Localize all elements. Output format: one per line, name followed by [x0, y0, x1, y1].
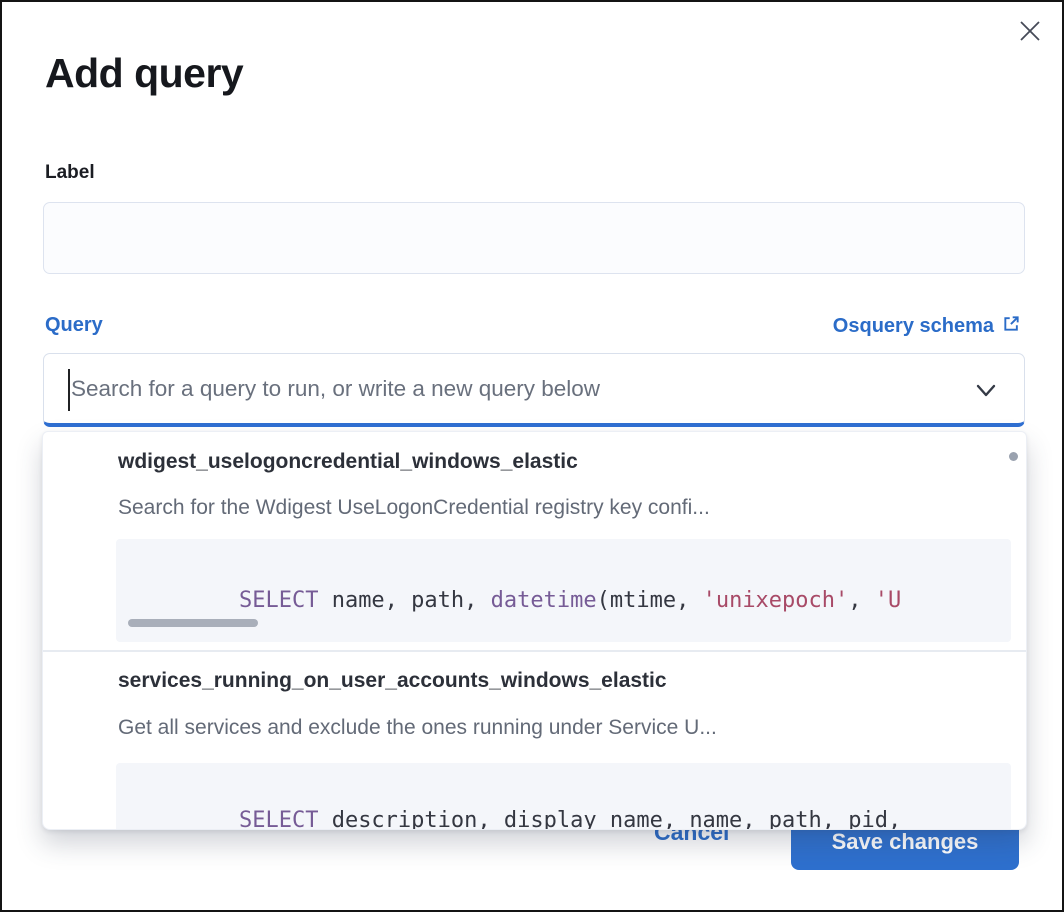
osquery-schema-link-label: Osquery schema: [832, 315, 994, 337]
option-code-preview: SELECT name, path, datetime(mtime, 'unix…: [116, 539, 1011, 642]
osquery-schema-link[interactable]: Osquery schema: [833, 314, 1021, 339]
vertical-scrollbar-thumb[interactable]: [1009, 452, 1018, 461]
horizontal-scrollbar-thumb[interactable]: [128, 619, 258, 627]
option-title: wdigest_uselogoncredential_windows_elast…: [118, 450, 578, 473]
sql-text: description, display_name, name, path, p…: [318, 808, 902, 830]
option-code-preview: SELECT description, display_name, name, …: [116, 763, 1011, 830]
sql-text: name, path,: [318, 588, 491, 613]
query-option-services[interactable]: services_running_on_user_accounts_window…: [43, 652, 1026, 830]
close-icon: [1018, 19, 1042, 46]
query-options-dropdown: wdigest_uselogoncredential_windows_elast…: [42, 431, 1027, 830]
close-button[interactable]: [1014, 16, 1046, 48]
query-combobox[interactable]: [43, 353, 1025, 427]
sql-keyword: datetime: [490, 588, 597, 613]
option-description: Get all services and exclude the ones ru…: [118, 716, 717, 739]
options-divider: [43, 650, 1026, 652]
sql-string: 'U: [874, 588, 902, 613]
query-search-input[interactable]: [44, 354, 964, 423]
external-link-icon: [1002, 314, 1021, 339]
option-title: services_running_on_user_accounts_window…: [118, 669, 667, 692]
query-option-wdigest[interactable]: wdigest_uselogoncredential_windows_elast…: [43, 432, 1026, 650]
sql-keyword: SELECT: [238, 808, 319, 830]
chevron-down-icon[interactable]: [974, 378, 998, 407]
sql-text: ,: [848, 588, 875, 613]
sql-string: 'unixepoch': [702, 588, 849, 613]
query-field-label: Query: [45, 314, 103, 336]
label-input[interactable]: [43, 202, 1025, 274]
page-title: Add query: [45, 50, 244, 96]
sql-text: (mtime,: [596, 588, 703, 613]
sql-keyword: SELECT: [238, 588, 319, 613]
label-field-label: Label: [45, 162, 95, 183]
option-description: Search for the Wdigest UseLogonCredentia…: [118, 496, 710, 519]
